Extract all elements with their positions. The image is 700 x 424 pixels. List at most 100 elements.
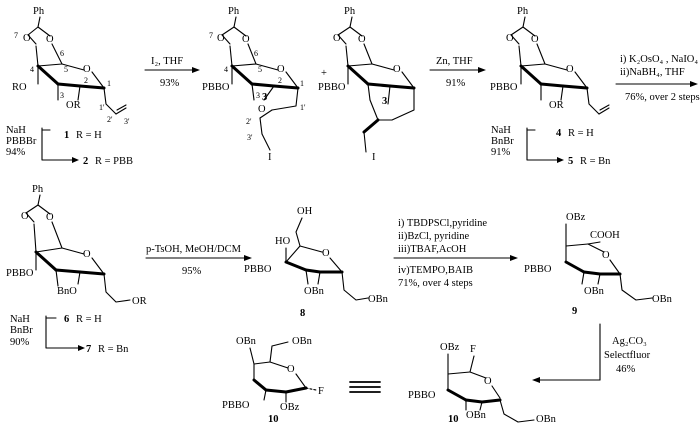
step7-reagent: p-TsOH, MeOH/DCM xyxy=(146,244,242,255)
compound-8-structure: OH HO O PBBO OBn OBn 8 xyxy=(244,206,389,319)
acetal-oxygen: O xyxy=(23,33,31,44)
oh-substituent: OH xyxy=(297,206,313,217)
pbbo-substituent: PBBO xyxy=(222,400,250,411)
step4-line2: BnBr xyxy=(491,136,514,147)
pbbo-substituent: PBBO xyxy=(524,264,552,275)
position-1: 1 xyxy=(300,79,304,88)
fluorine-label: F xyxy=(318,386,324,397)
pbbo-substituent: PBBO xyxy=(490,82,518,93)
step2-yield: 93% xyxy=(160,78,180,89)
compound-6-r: R = H xyxy=(76,314,102,325)
equivalence-sign xyxy=(349,381,381,393)
compound-1-structure: Ph O O 7 6 O 4 5 2 1 3 RO OR 1' 2' 3' xyxy=(12,6,130,126)
position-3: 3 xyxy=(60,91,64,100)
position-2-prime: 2' xyxy=(246,117,252,126)
obn-substituent: OBn xyxy=(304,286,325,297)
acetal-oxygen: O xyxy=(46,34,54,45)
compound-10-alt-label: 10 xyxy=(268,414,279,424)
compound-3-numbered-structure: Ph O O 7 6 O 4 5 2 1 3 PBBO O 1' 2' 3' I… xyxy=(202,6,306,163)
step5-arrow: i) K₂OsO₄ , NaIO₄ ii)NaBH₄, THF 76%, ove… xyxy=(615,54,700,103)
phenyl-label: Ph xyxy=(228,6,240,17)
obn-substituent: OBn xyxy=(536,414,557,424)
ro-substituent: RO xyxy=(12,82,27,93)
position-6: 6 xyxy=(254,49,258,58)
step5-yield: 76%, over 2 steps xyxy=(625,92,700,103)
compound-10-furanose-structure: OBz F O PBBO OBn OBn 10 xyxy=(408,342,557,424)
compound-7-label: 7 xyxy=(86,344,91,355)
obz-substituent: OBz xyxy=(440,342,460,353)
obz-substituent: OBz xyxy=(280,402,300,413)
step8-line2: ii)BzCl, pyridine xyxy=(398,231,469,242)
step6-yield: 90% xyxy=(10,337,30,348)
step2-arrow: I₂, THF 93% xyxy=(144,56,200,89)
ring-oxygen: O xyxy=(287,364,295,375)
plus-sign: + xyxy=(321,68,327,79)
step8-yield: 71%, over 4 steps xyxy=(398,278,473,289)
compound-8-label: 8 xyxy=(300,308,305,319)
cooh-substituent: COOH xyxy=(590,230,620,241)
ring-oxygen: O xyxy=(393,64,401,75)
obn-substituent: OBn xyxy=(584,286,605,297)
pbbo-substituent: PBBO xyxy=(6,268,34,279)
phenyl-label: Ph xyxy=(517,6,529,17)
pbbo-substituent: PBBO xyxy=(202,82,230,93)
compound-9-label: 9 xyxy=(572,306,577,317)
obn-substituent: OBn xyxy=(368,294,389,305)
fluorine-label: F xyxy=(470,344,476,355)
step3-yield: 91% xyxy=(446,78,466,89)
ho-substituent: HO xyxy=(275,236,291,247)
iodine-label: I xyxy=(268,152,272,163)
compound-3-isomer-label: 3 xyxy=(382,96,387,107)
step4-yield: 91% xyxy=(491,147,511,158)
compound-1-r: R = H xyxy=(76,130,102,141)
step1-line1: NaH xyxy=(6,125,26,136)
ring-oxygen: O xyxy=(258,104,266,115)
step4-line1: NaH xyxy=(491,125,511,136)
step4-conditions: NaH BnBr 91% 4 R = H 5 R = Bn xyxy=(491,125,611,167)
acetal-oxygen: O xyxy=(333,33,341,44)
ring-oxygen: O xyxy=(83,64,91,75)
position-7: 7 xyxy=(14,31,18,40)
compound-4-label: 4 xyxy=(556,128,562,139)
step8-line4: iv)TEMPO,BAIB xyxy=(398,265,473,276)
step9-line1: Ag₂CO₃ xyxy=(612,336,647,347)
position-4: 4 xyxy=(30,65,34,74)
obn-substituent: OBn xyxy=(652,294,673,305)
step5-line1: i) K₂OsO₄ , NaIO₄ xyxy=(620,54,698,65)
compound-2-r: R = PBB xyxy=(95,156,133,167)
position-3: 3 xyxy=(256,91,260,100)
acetal-oxygen: O xyxy=(358,34,366,45)
compound-10-label: 10 xyxy=(448,414,459,424)
position-7: 7 xyxy=(209,31,213,40)
step6-line2: BnBr xyxy=(10,325,33,336)
ring-oxygen: O xyxy=(484,376,492,387)
phenyl-label: Ph xyxy=(32,184,44,195)
position-1-prime: 1' xyxy=(300,103,306,112)
step3-reagent: Zn, THF xyxy=(436,56,473,67)
position-2-prime: 2' xyxy=(107,115,113,124)
step8-line1: i) TBDPSCl,pyridine xyxy=(398,218,487,229)
step5-line2: ii)NaBH₄, THF xyxy=(620,67,685,78)
compound-6-structure: Ph O O O PBBO BnO OR xyxy=(6,184,147,307)
step1-conditions: NaH PBBBr 94% xyxy=(6,125,79,163)
ring-oxygen: O xyxy=(83,249,91,260)
acetal-oxygen: O xyxy=(21,211,29,222)
position-2: 2 xyxy=(278,76,282,85)
acetal-oxygen: O xyxy=(217,33,225,44)
phenyl-label: Ph xyxy=(33,6,45,17)
pbbo-substituent: PBBO xyxy=(244,264,272,275)
compound-1-2-labels: 1 R = H 2 R = PBB xyxy=(64,130,133,167)
compound-2-label: 2 xyxy=(83,156,88,167)
step8-line3: iii)TBAF,AcOH xyxy=(398,244,467,255)
phenyl-label: Ph xyxy=(344,6,356,17)
acetal-oxygen: O xyxy=(242,34,250,45)
compound-7-r: R = Bn xyxy=(98,344,129,355)
pbbo-substituent: PBBO xyxy=(318,82,346,93)
compound-5-r: R = Bn xyxy=(580,156,611,167)
acetal-oxygen: O xyxy=(506,33,514,44)
position-5: 5 xyxy=(258,65,262,74)
step3-arrow: Zn, THF 91% xyxy=(429,56,486,89)
compound-3-isomer-structure: Ph O O O PBBO I 3 xyxy=(318,6,416,163)
obn-substituent: OBn xyxy=(466,410,487,421)
